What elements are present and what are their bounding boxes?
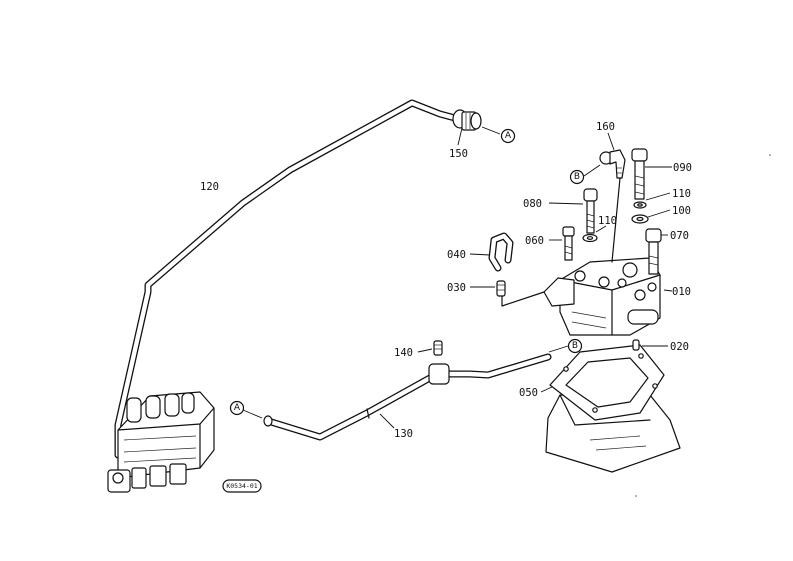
label-030: 030 xyxy=(447,282,466,294)
svg-text:A: A xyxy=(234,403,241,413)
svg-text:B: B xyxy=(572,341,578,351)
valve-body-010 xyxy=(543,257,661,336)
label-100: 100 xyxy=(672,205,691,217)
bolt-080 xyxy=(583,188,598,234)
label-090: 090 xyxy=(673,162,692,174)
speck-mark xyxy=(769,154,771,156)
washer-110-left xyxy=(582,233,598,243)
label-080: 080 xyxy=(523,198,542,210)
label-020: 020 xyxy=(670,341,689,353)
pipe-040 xyxy=(488,232,514,272)
label-070: 070 xyxy=(670,230,689,242)
ref-b-top: B xyxy=(569,169,585,185)
bolt-090 xyxy=(631,148,648,200)
reference-markers: A A B B xyxy=(229,128,585,416)
svg-text:K0534-01: K0534-01 xyxy=(226,482,257,490)
svg-text:B: B xyxy=(574,172,580,182)
pipe-120 xyxy=(114,99,459,459)
diagram-code: K0534-01 xyxy=(222,479,262,493)
fitting-150 xyxy=(452,109,482,131)
label-010: 010 xyxy=(672,286,691,298)
pin-020 xyxy=(632,339,640,351)
label-160: 160 xyxy=(596,121,615,133)
label-060: 060 xyxy=(525,235,544,247)
washer-110-right xyxy=(633,201,647,209)
bolt-060 xyxy=(562,226,575,261)
elbow-030 xyxy=(496,280,545,307)
label-040: 040 xyxy=(447,249,466,261)
part-labels: 010 020 030 040 050 060 070 080 090 100 … xyxy=(200,121,692,440)
ref-a-bottom: A xyxy=(229,400,245,416)
label-140: 140 xyxy=(394,347,413,359)
label-120: 120 xyxy=(200,181,219,193)
pipe-130 xyxy=(263,353,552,441)
label-150: 150 xyxy=(449,148,468,160)
label-050: 050 xyxy=(519,387,538,399)
nipple-140 xyxy=(433,340,443,356)
gasket-050 xyxy=(549,344,665,421)
base-plate xyxy=(545,394,681,473)
label-110-right: 110 xyxy=(672,188,691,200)
control-valve xyxy=(107,391,215,493)
washer-100 xyxy=(631,214,649,224)
svg-text:A: A xyxy=(505,131,512,141)
ref-b-bottom: B xyxy=(567,338,583,354)
label-130: 130 xyxy=(394,428,413,440)
label-110-left: 110 xyxy=(598,215,617,227)
ref-a-top: A xyxy=(500,128,516,144)
bolt-070 xyxy=(645,228,662,275)
speck-mark xyxy=(635,495,637,497)
elbow-160 xyxy=(599,149,626,263)
